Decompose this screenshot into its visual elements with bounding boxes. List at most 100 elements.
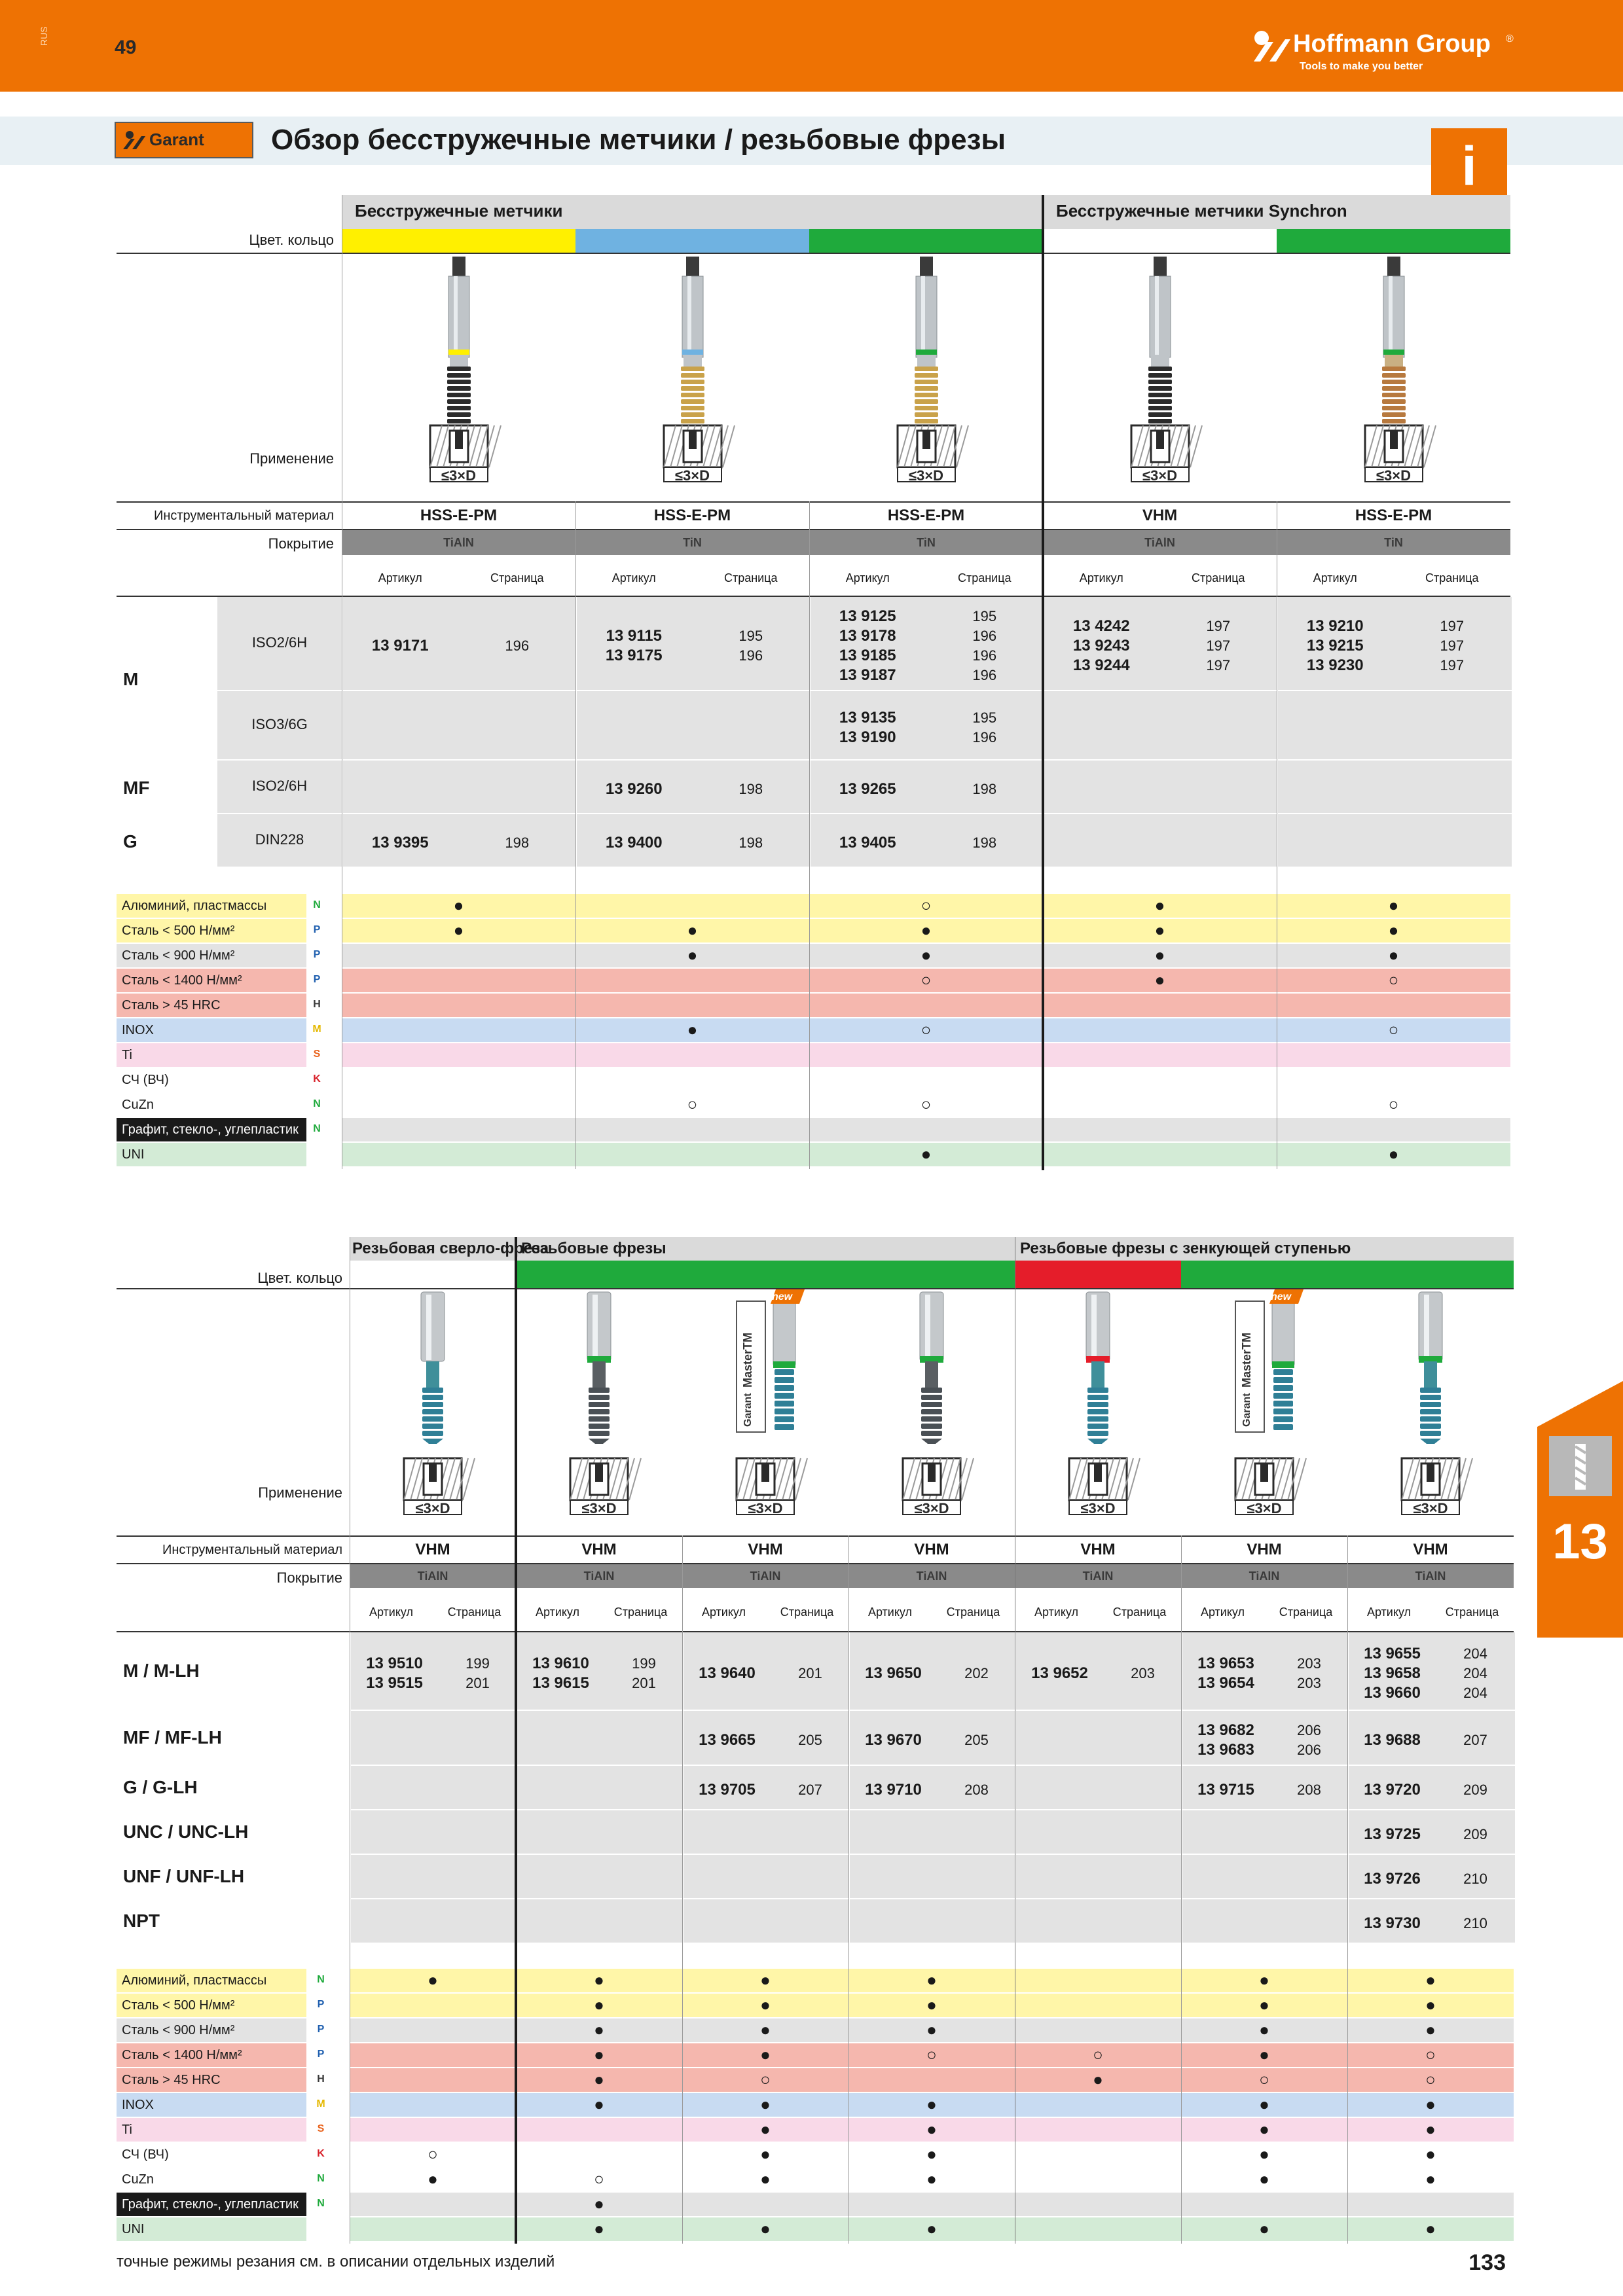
row-sep bbox=[117, 942, 1510, 944]
material-label-bg bbox=[117, 969, 306, 992]
material-row-bg bbox=[350, 1994, 1514, 2017]
material-label-bg bbox=[117, 2043, 306, 2067]
row-label-ring: Цвет. кольцо bbox=[249, 232, 334, 248]
info-box bbox=[1431, 128, 1507, 206]
iso-group: N bbox=[313, 1123, 321, 1134]
suitable-mark: ● bbox=[926, 2144, 937, 2164]
row-sub-label: ISO3/6G bbox=[251, 716, 308, 732]
title-band bbox=[0, 117, 1623, 165]
suitable-mark: ● bbox=[1154, 920, 1165, 940]
col-header-article: Артикул bbox=[1366, 1605, 1412, 1619]
cell-bg bbox=[682, 1632, 850, 1710]
iso-group: P bbox=[317, 2024, 325, 2035]
col-header-page: Страница bbox=[447, 1605, 501, 1619]
row-sep bbox=[117, 690, 1510, 691]
cell-bg bbox=[575, 597, 811, 690]
page-ref: 202 bbox=[964, 1665, 989, 1681]
material-value: VHM bbox=[748, 1541, 783, 1558]
cell-bg bbox=[1043, 691, 1278, 759]
row-label-thread: M / M-LH bbox=[123, 1660, 200, 1681]
garant-logo-icon bbox=[123, 131, 145, 149]
row-sep bbox=[117, 2042, 1514, 2043]
suitable-mark: ● bbox=[453, 895, 464, 915]
group-header-synchron bbox=[1043, 195, 1510, 229]
row-sub-bg bbox=[217, 814, 342, 867]
cell-bg bbox=[848, 1632, 1016, 1710]
material-label-bg bbox=[117, 1994, 306, 2017]
iso-bg bbox=[306, 1043, 327, 1067]
suitable-mark: ● bbox=[594, 2070, 604, 2089]
col-sep bbox=[682, 1535, 683, 2244]
material-row-bg bbox=[342, 969, 1510, 992]
card-garant-label: Garant bbox=[742, 1393, 754, 1427]
page-ref: 209 bbox=[1463, 1826, 1487, 1842]
material-row-bg bbox=[350, 2043, 1514, 2067]
iso-bg bbox=[306, 1068, 327, 1092]
article-number: 13 9260 bbox=[605, 780, 663, 798]
col-header-page: Страница bbox=[957, 571, 1012, 584]
article-number: 13 9665 bbox=[699, 1731, 756, 1749]
row-sep bbox=[117, 1765, 1514, 1766]
row-label-thread: UNF / UNF-LH bbox=[123, 1866, 245, 1886]
material-value: HSS-E-PM bbox=[420, 507, 498, 524]
application-icon bbox=[1068, 1457, 1140, 1515]
drill-icon bbox=[1549, 1436, 1612, 1496]
suitable-mark: ● bbox=[926, 2119, 937, 2139]
material-name: Сталь < 1400 Н/мм² bbox=[122, 2048, 242, 2062]
article-number: 13 9395 bbox=[371, 834, 429, 852]
row-sep bbox=[117, 2142, 1514, 2143]
material-name: Графит, стекло-, углепластик bbox=[122, 2197, 299, 2212]
suitable-mark: ● bbox=[1154, 945, 1165, 965]
coating-bar bbox=[1181, 1564, 1347, 1588]
material-label-bg bbox=[117, 1068, 306, 1092]
col-header-article: Артикул bbox=[867, 1605, 913, 1619]
row-sep bbox=[117, 918, 1510, 919]
col-header-page: Страница bbox=[1191, 571, 1245, 584]
cell-bg bbox=[1347, 1711, 1515, 1765]
material-row-bg bbox=[342, 1043, 1510, 1067]
row-sep bbox=[117, 2191, 1514, 2193]
row-label-G: G bbox=[123, 831, 137, 852]
material-name: Сталь < 900 Н/мм² bbox=[122, 948, 235, 963]
row-sep bbox=[117, 1117, 1510, 1118]
col-header-article: Артикул bbox=[1079, 571, 1123, 584]
suitable-mark: ● bbox=[1259, 2020, 1269, 2039]
cell-bg bbox=[1015, 1766, 1182, 1809]
article-number: 13 9726 bbox=[1364, 1870, 1421, 1888]
depth-label: ≤3×D bbox=[1080, 1500, 1116, 1516]
application-icon bbox=[403, 1457, 475, 1515]
suitable-mark: ● bbox=[1388, 1144, 1399, 1164]
material-name: UNI bbox=[122, 2222, 145, 2236]
suitable-mark: ● bbox=[594, 1970, 604, 1990]
cell-bg bbox=[1277, 597, 1512, 690]
material-label-bg bbox=[117, 2118, 306, 2142]
iso-group: H bbox=[317, 2073, 325, 2085]
rule bbox=[117, 1535, 1514, 1537]
article-number: 13 9115 13 9175 bbox=[605, 627, 663, 664]
material-row-bg bbox=[350, 2018, 1514, 2042]
application-icon bbox=[663, 424, 735, 482]
material-name: Ti bbox=[122, 1048, 132, 1062]
coating-value: TiAlN bbox=[443, 536, 474, 549]
page-ref: 206 206 bbox=[1297, 1722, 1321, 1758]
application-icon bbox=[902, 1457, 974, 1515]
page-ref: 197 197 197 bbox=[1206, 618, 1231, 673]
cell-bg bbox=[342, 691, 577, 759]
iso-group: P bbox=[317, 2049, 325, 2060]
material-row-bg bbox=[342, 1143, 1510, 1166]
page-ref: 205 bbox=[964, 1732, 989, 1748]
page-ref: 195 196 bbox=[972, 709, 997, 745]
material-row-bg bbox=[342, 1068, 1510, 1092]
depth-label: ≤3×D bbox=[415, 1500, 450, 1516]
suitable-mark: ● bbox=[1259, 2094, 1269, 2114]
iso-bg bbox=[306, 1018, 327, 1042]
material-row-bg bbox=[350, 2093, 1514, 2117]
material-value: VHM bbox=[1247, 1541, 1282, 1558]
mill-image-mill-plain bbox=[587, 1291, 611, 1444]
material-value: VHM bbox=[1413, 1541, 1448, 1558]
coating-bar bbox=[848, 1564, 1015, 1588]
row-sep bbox=[117, 1042, 1510, 1043]
iso-bg bbox=[306, 2043, 335, 2067]
material-label-bg bbox=[117, 894, 306, 918]
col-header-article: Артикул bbox=[535, 1605, 580, 1619]
